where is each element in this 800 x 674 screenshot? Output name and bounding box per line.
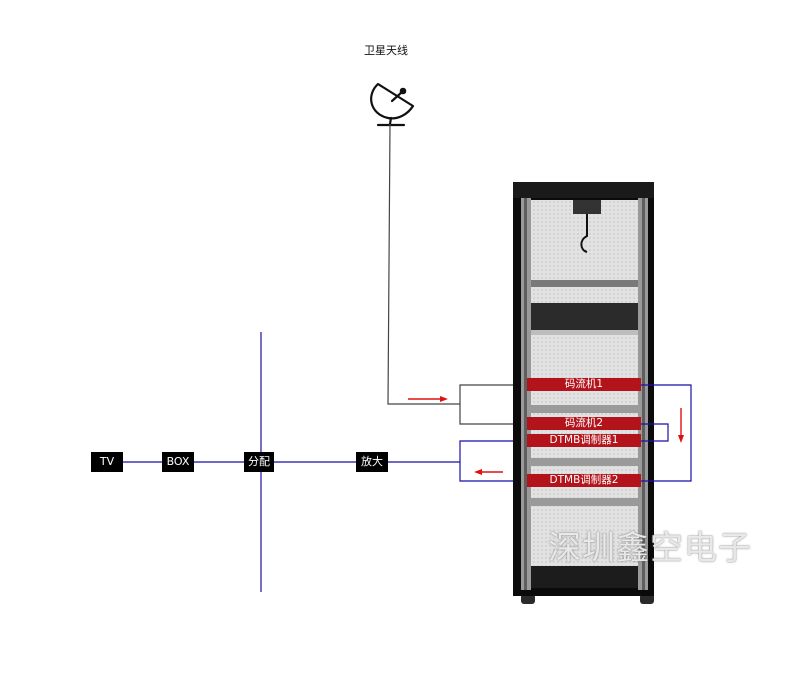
rack-shelf [531, 458, 638, 466]
rack-top-bracket [573, 200, 601, 214]
rack-right-rail-inner [642, 198, 645, 590]
unit-streamer-1 [527, 378, 641, 391]
antenna-feed-cable [387, 123, 460, 405]
satellite-dish-icon [370, 82, 415, 127]
arrow-left-icon [474, 469, 503, 475]
streamer1-to-modulator2-link [641, 384, 692, 482]
arrow-down-icon [678, 408, 684, 443]
rack-tray-lip [531, 330, 638, 335]
tv-box: TV [91, 452, 123, 472]
rack-power-cable [580, 214, 588, 253]
antenna-label: 卫星天线 [364, 44, 408, 57]
modulator-output-bracket [459, 440, 527, 482]
rack-left-rail-inner [524, 198, 527, 590]
splitter-box: 分配 [244, 452, 274, 472]
company-watermark: 深圳鑫空电子 [548, 528, 752, 567]
unit-streamer-2 [527, 417, 641, 430]
rack-shelf [531, 405, 638, 413]
unit-modulator-2 [527, 474, 641, 487]
streamer2-to-modulator1-link [641, 423, 669, 442]
feed-split-connector [459, 384, 527, 425]
amplifier-box: 放大 [356, 452, 388, 472]
rack-caster [640, 594, 654, 604]
rack-top-cap [513, 182, 654, 198]
set-top-box: BOX [162, 452, 194, 472]
rack-caster [521, 594, 535, 604]
rack-back-shading [531, 200, 638, 586]
rack-tray [531, 303, 638, 330]
rack-shelf [531, 280, 638, 287]
rack-shelf [531, 498, 638, 506]
rack-bottom-base [531, 566, 638, 588]
unit-modulator-1 [527, 434, 641, 447]
arrow-right-icon [408, 396, 448, 402]
